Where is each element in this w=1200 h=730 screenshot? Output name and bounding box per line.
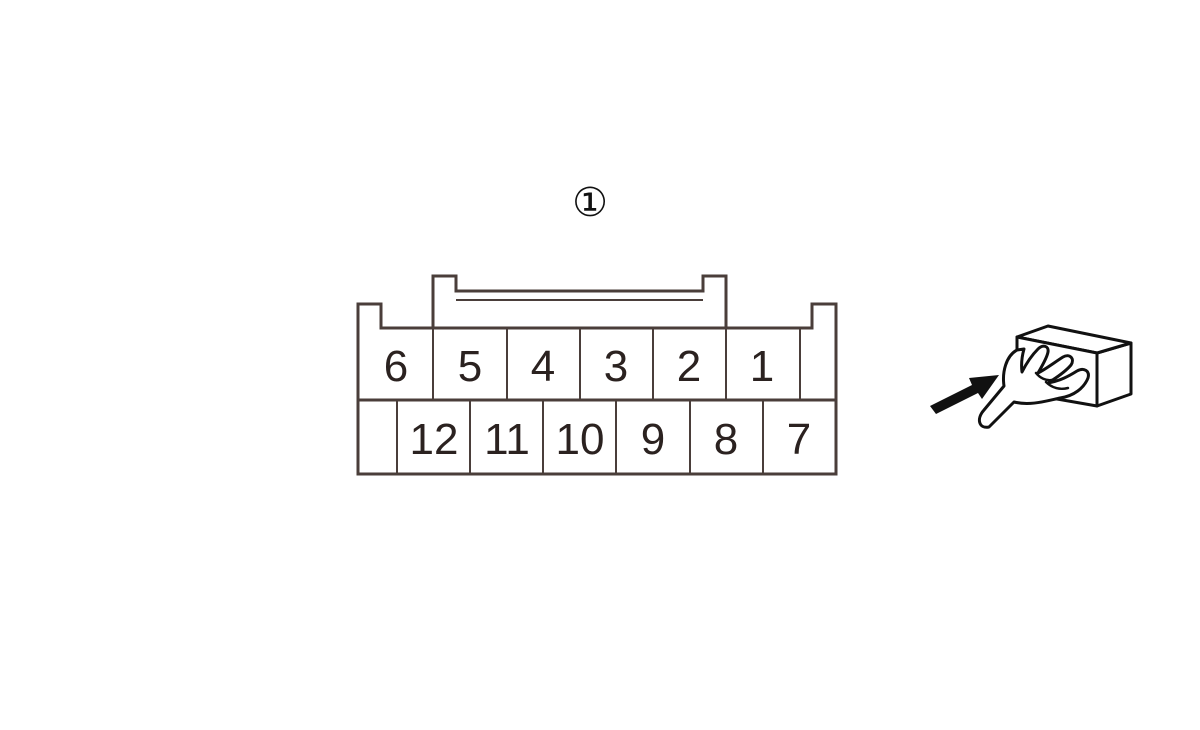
- pin-label: 1: [750, 342, 774, 391]
- pin-label: 7: [787, 415, 811, 464]
- pin-label: 8: [714, 415, 738, 464]
- pin-label: 5: [458, 342, 482, 391]
- top-row-pins: 6 5 4 3 2 1: [384, 342, 774, 391]
- hand-holding-connector-icon: [977, 324, 1133, 429]
- insertion-arrow-icon: [930, 375, 999, 414]
- pin-label: 12: [410, 415, 459, 464]
- pin-label: 9: [641, 415, 665, 464]
- connector-housing: [356, 274, 838, 476]
- bottom-row-dividers: [396, 400, 764, 474]
- pin-label: 2: [677, 342, 701, 391]
- pin-label: 10: [556, 415, 605, 464]
- top-row-dividers: [432, 328, 801, 400]
- pin-label: 6: [384, 342, 408, 391]
- pin-label: 3: [604, 342, 628, 391]
- pin-label: 4: [531, 342, 555, 391]
- bottom-row-pins: 12 11 10 9 8 7: [410, 415, 812, 464]
- pin-label: 11: [484, 415, 530, 464]
- callout-number: ①: [572, 180, 608, 226]
